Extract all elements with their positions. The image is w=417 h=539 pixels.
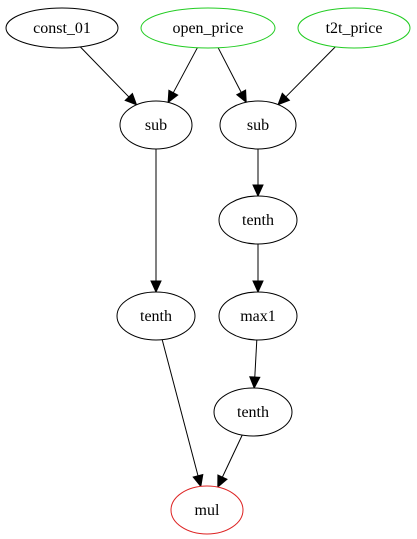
arrowhead-icon [192, 473, 204, 488]
arrowhead-icon [277, 92, 291, 106]
edge-sub_b-to-tenth_b1 [252, 149, 264, 198]
node-label: sub [247, 117, 269, 134]
arrowhead-icon [167, 89, 179, 104]
arrowhead-icon [124, 92, 138, 106]
node-ellipse [218, 291, 298, 341]
node-ellipse [119, 100, 193, 150]
edge-open_price-to-sub_b [217, 47, 247, 104]
edge-line [254, 339, 258, 378]
node-tenth-b1: tenth [218, 195, 298, 245]
node-sub-b: sub [219, 100, 297, 150]
node-sub-a: sub [119, 100, 193, 150]
arrowhead-icon [150, 280, 162, 294]
node-label: tenth [242, 212, 274, 229]
edge-line [172, 47, 198, 93]
node-label: t2t_price [326, 20, 383, 37]
arrowhead-icon [252, 184, 264, 198]
node-label: open_price [172, 20, 243, 37]
edge-open_price-to-sub_a [167, 47, 198, 104]
edge-line [161, 339, 199, 476]
node-max1: max1 [218, 291, 298, 341]
node-open-price: open_price [140, 7, 276, 49]
node-ellipse [213, 387, 293, 437]
node-label: max1 [240, 308, 276, 325]
node-t2t-price: t2t_price [297, 7, 411, 49]
edge-line [217, 47, 242, 93]
arrowhead-icon [217, 474, 228, 489]
edge-const_01-to-sub_a [79, 46, 138, 106]
edge-tenth_b2-to-mul [217, 434, 243, 489]
arrowhead-icon [252, 280, 264, 294]
node-ellipse [219, 100, 297, 150]
edge-max1-to-tenth_b2 [249, 339, 261, 390]
node-label: mul [195, 502, 220, 519]
node-tenth-a: tenth [116, 291, 196, 341]
edges-layer [79, 46, 336, 489]
node-ellipse [116, 291, 196, 341]
edge-line [79, 46, 130, 98]
edge-line [221, 434, 243, 478]
node-ellipse [170, 485, 244, 535]
node-ellipse [5, 7, 119, 49]
node-label: const_01 [33, 20, 91, 37]
node-label: tenth [237, 404, 269, 421]
node-ellipse [218, 195, 298, 245]
node-label: tenth [140, 308, 172, 325]
node-label: sub [145, 117, 167, 134]
arrowhead-icon [249, 376, 261, 390]
node-mul: mul [170, 485, 244, 535]
edge-t2t_price-to-sub_b [277, 46, 336, 106]
edge-tenth_a-to-mul [161, 339, 204, 488]
node-ellipse [140, 7, 276, 49]
edge-line [285, 46, 336, 98]
edge-sub_a-to-tenth_a [150, 149, 162, 294]
node-const-01: const_01 [5, 7, 119, 49]
node-ellipse [297, 7, 411, 49]
arrowhead-icon [235, 89, 247, 104]
edge-tenth_b1-to-max1 [252, 244, 264, 294]
node-tenth-b2: tenth [213, 387, 293, 437]
